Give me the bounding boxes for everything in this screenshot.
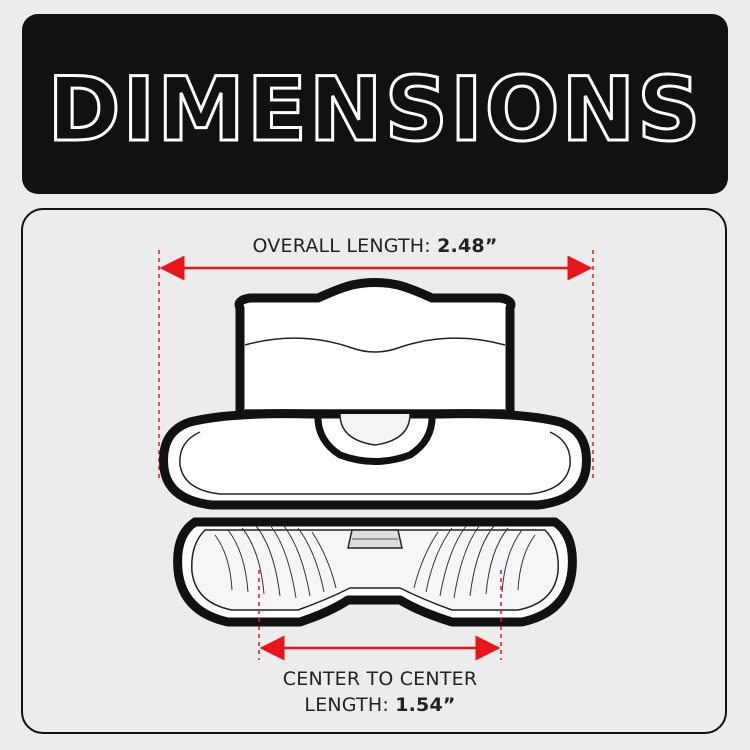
socket-base (173, 517, 577, 627)
title-svg: DIMENSIONS (46, 57, 702, 163)
overall-length-value: 2.48” (437, 235, 498, 257)
ctc-length-value: 1.54” (395, 694, 456, 716)
center-to-center-label: CENTER TO CENTER LENGTH: 1.54” (230, 666, 530, 718)
top-knob (234, 278, 516, 425)
overall-dimension (158, 250, 594, 478)
ctc-line2: LENGTH: 1.54” (230, 692, 530, 718)
left-socket-ribs (214, 524, 337, 599)
title-banner: DIMENSIONS (22, 14, 728, 194)
center-dimension (258, 570, 502, 661)
banner-title: DIMENSIONS (47, 58, 702, 161)
ctc-length-text: LENGTH: (304, 694, 389, 716)
overall-length-label: OVERALL LENGTH: 2.48” (0, 235, 750, 257)
middle-plate (159, 409, 591, 510)
right-socket-ribs (413, 524, 536, 599)
overall-length-text: OVERALL LENGTH: (252, 235, 431, 257)
ctc-line1: CENTER TO CENTER (282, 668, 478, 690)
